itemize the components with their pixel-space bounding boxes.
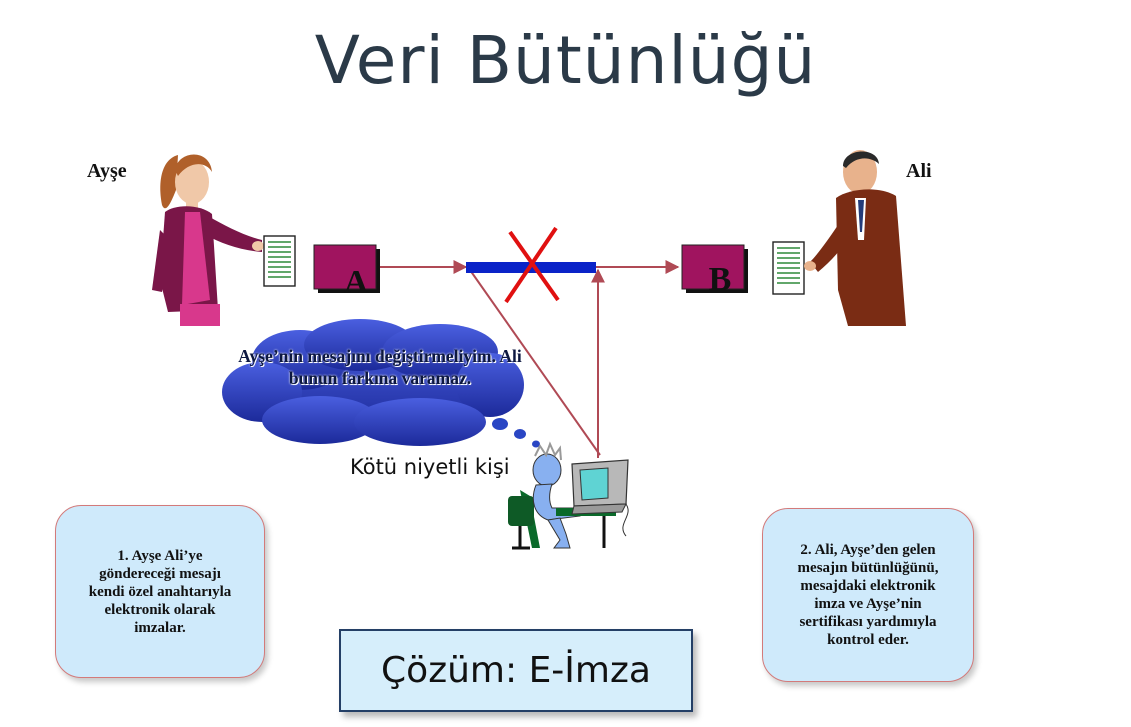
receiver-key-letter: B: [709, 261, 732, 298]
page-title: Veri Bütünlüğü: [314, 22, 817, 99]
step1-note-box: 1. Ayşe Ali’ye göndereceği mesajı kendi …: [55, 505, 265, 678]
sender-key-letter: A: [344, 264, 369, 301]
step2-text: 2. Ali, Ayşe’den gelen mesajın bütünlüğü…: [797, 542, 939, 648]
attacker-label: Kötü niyetli kişi: [350, 455, 510, 479]
man-receiver-figure: [804, 150, 906, 326]
step2-note-box: 2. Ali, Ayşe’den gelen mesajın bütünlüğü…: [762, 508, 974, 682]
woman-sender-figure: [152, 154, 264, 326]
solution-text: Çözüm: E-İmza: [381, 650, 651, 691]
attacker-thought-text: Ayşe’nin mesajını değiştirmeliyim. Ali b…: [238, 346, 522, 388]
sender-name-label: Ayşe: [87, 160, 127, 182]
sender-document-icon: [263, 235, 296, 287]
receiver-name-label: Ali: [906, 160, 932, 182]
step1-text: 1. Ayşe Ali’ye göndereceği mesajı kendi …: [88, 547, 232, 636]
message-flow-arrows: [380, 260, 680, 458]
receiver-key-box: B: [681, 244, 748, 298]
solution-box: Çözüm: E-İmza: [339, 629, 693, 712]
blocked-cross-icon: [504, 226, 560, 304]
thought-cloud: [222, 319, 540, 448]
sender-key-box: A: [313, 244, 380, 301]
attacker-at-computer-figure: [508, 441, 629, 550]
receiver-document-icon: [772, 241, 805, 295]
